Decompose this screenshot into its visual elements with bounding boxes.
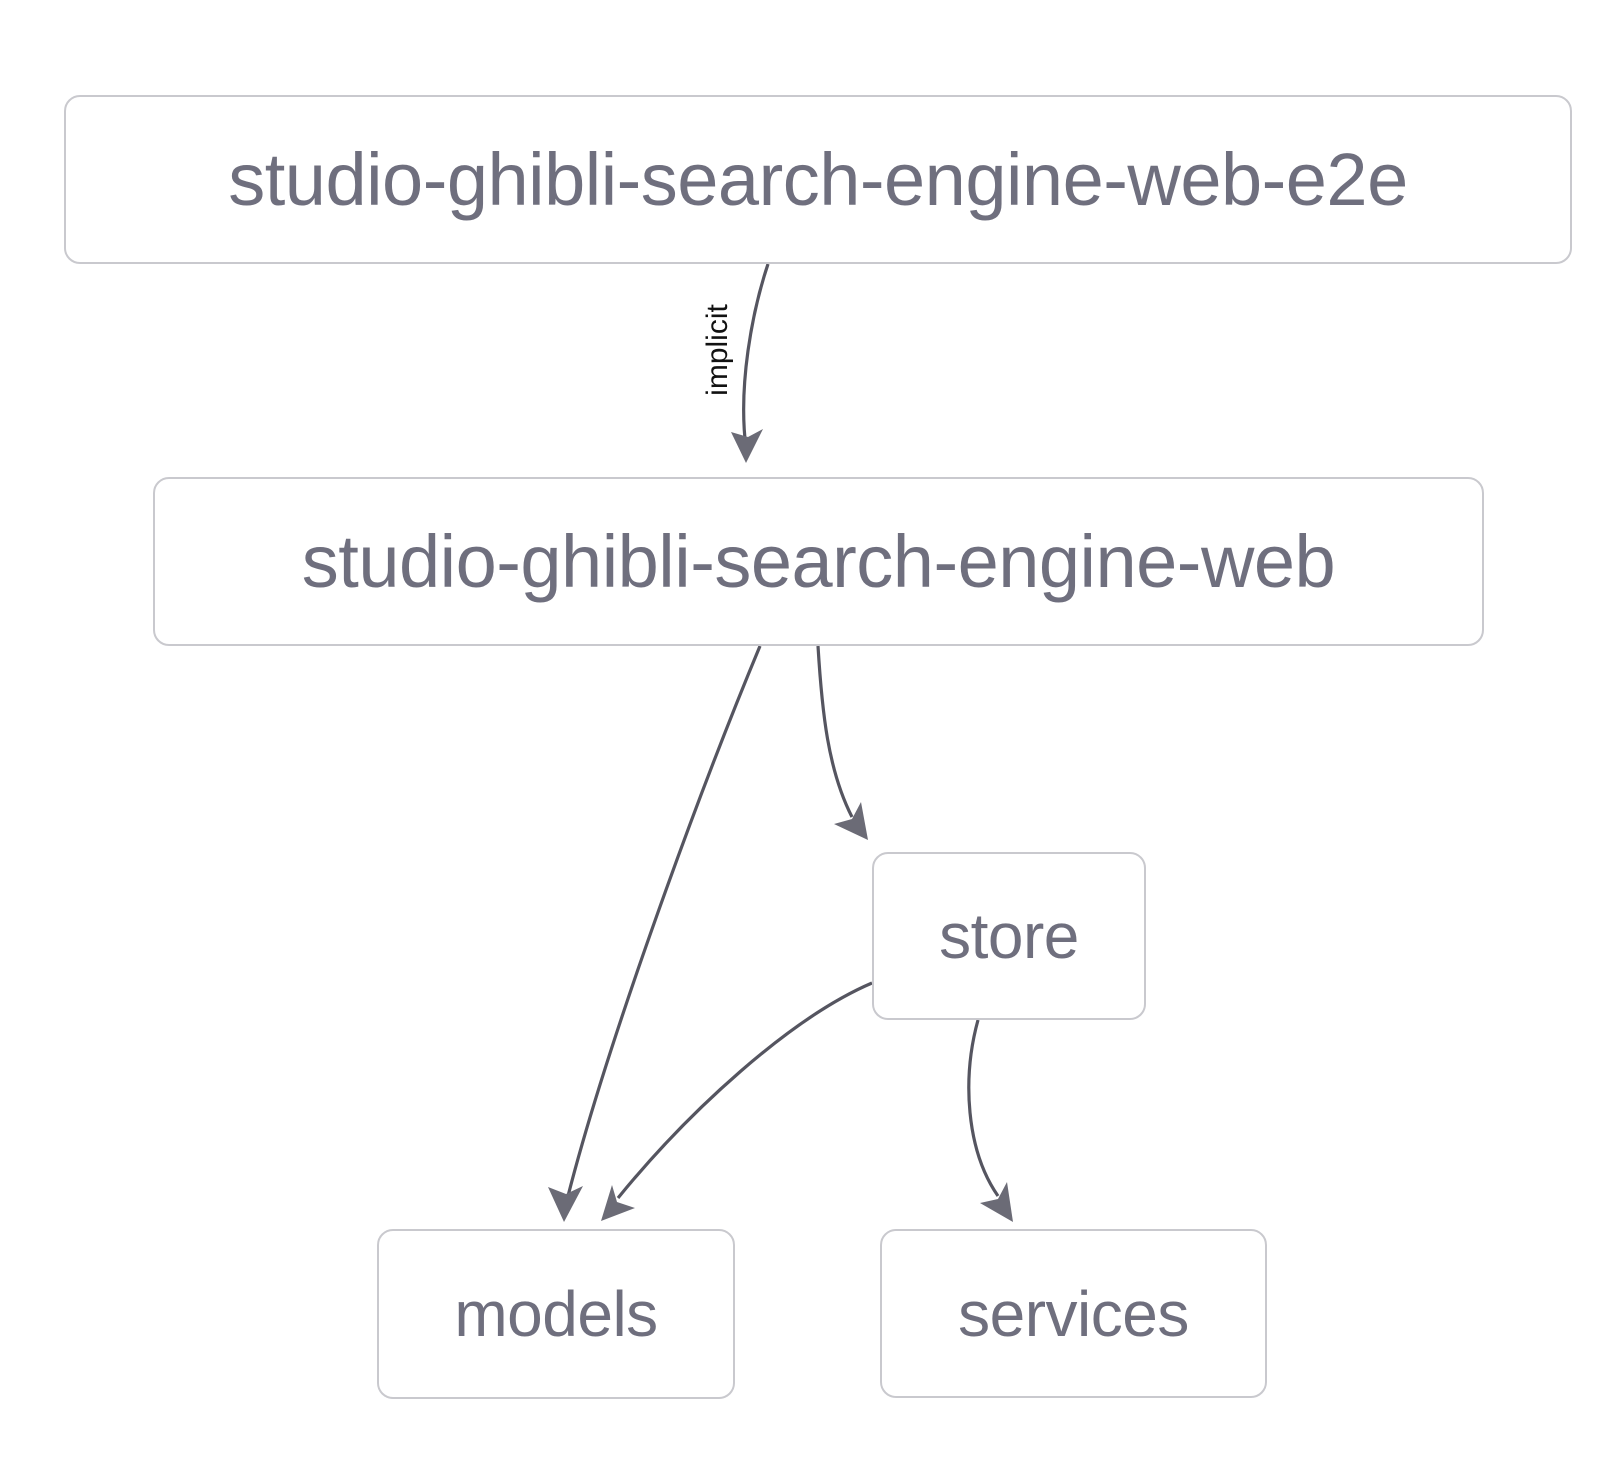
edge-label-implicit: implicit xyxy=(701,304,734,396)
node-store[interactable]: store xyxy=(872,852,1146,1020)
edge-web-to-models-arrowhead xyxy=(548,1186,583,1222)
node-label: studio-ghibli-search-engine-web xyxy=(301,520,1336,603)
edge-web-to-store xyxy=(816,645,854,818)
edge-store-to-services xyxy=(967,1019,1000,1197)
node-label: services xyxy=(958,1277,1189,1350)
edge-store-to-services-arrowhead xyxy=(980,1182,1013,1222)
node-label: models xyxy=(454,1278,658,1350)
edge-web-to-models xyxy=(566,645,762,1197)
edge-e2e-to-web-arrowhead xyxy=(731,429,763,463)
node-studio-ghibli-search-engine-web[interactable]: studio-ghibli-search-engine-web xyxy=(153,477,1484,646)
node-label: store xyxy=(939,900,1079,972)
node-label: studio-ghibli-search-engine-web-e2e xyxy=(228,138,1408,221)
edge-e2e-to-web xyxy=(742,263,770,449)
node-studio-ghibli-search-engine-web-e2e[interactable]: studio-ghibli-search-engine-web-e2e xyxy=(64,95,1572,264)
node-models[interactable]: models xyxy=(377,1229,735,1399)
edge-store-to-models xyxy=(616,981,873,1200)
edge-store-to-models-arrowhead xyxy=(601,1185,635,1221)
edge-web-to-store-arrowhead xyxy=(834,802,868,840)
node-services[interactable]: services xyxy=(880,1229,1267,1398)
